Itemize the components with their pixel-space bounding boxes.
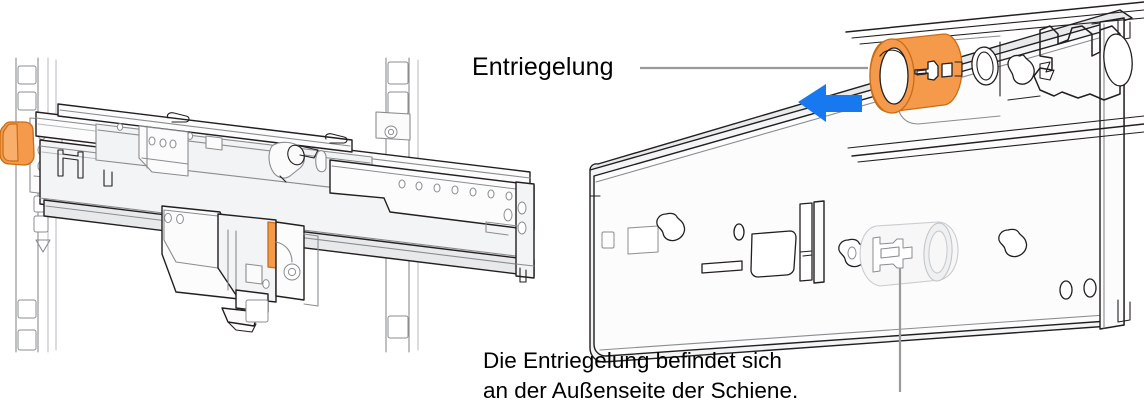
rack-post-right <box>375 57 419 353</box>
rail-latch-clip <box>268 141 327 183</box>
mid-rail-bracket <box>161 205 319 333</box>
detail-inset <box>798 1 1144 163</box>
release-latch-on-rail <box>847 221 959 287</box>
callout-label-entriegelung: Entriegelung <box>472 53 614 81</box>
latch-location-caption: Die Entriegelung befindet sich an der Au… <box>483 346 798 406</box>
caption-line-2: an der Außenseite der Schiene. <box>483 378 799 403</box>
blue-direction-arrow <box>798 84 862 122</box>
detached-rail-section <box>589 9 1133 363</box>
telescoping-rail-assembly <box>35 103 535 333</box>
orange-release-latch <box>869 33 963 114</box>
caption-line-1: Die Entriegelung befindet sich <box>483 348 782 373</box>
orange-rail-end-tab <box>0 121 35 166</box>
